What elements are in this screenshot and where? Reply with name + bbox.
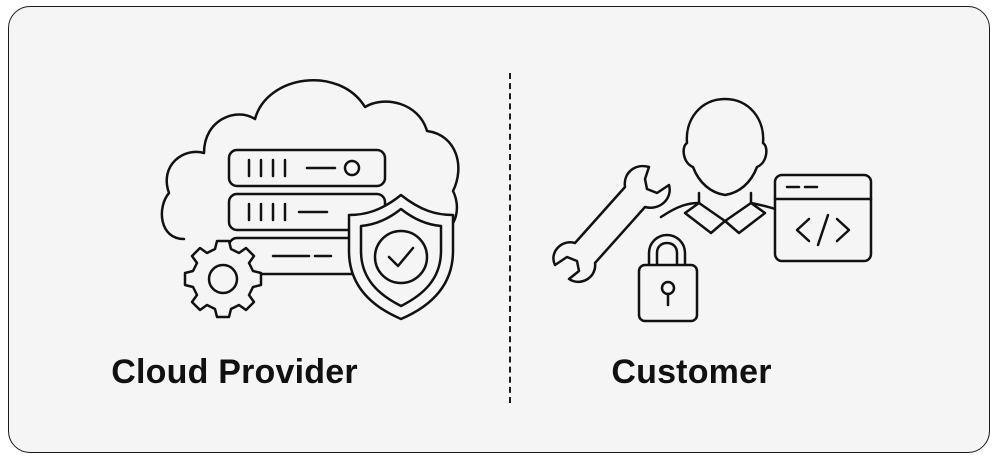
shield-check-icon xyxy=(349,195,453,319)
gear-icon xyxy=(185,241,261,317)
diagram-frame: Cloud Provider xyxy=(8,6,990,453)
code-window-icon xyxy=(775,175,871,261)
customer-panel: Customer xyxy=(500,7,991,452)
cloud-provider-panel: Cloud Provider xyxy=(9,7,500,452)
cloud-provider-label: Cloud Provider xyxy=(111,353,358,391)
customer-label: Customer xyxy=(611,353,772,391)
dashed-divider xyxy=(509,73,511,403)
wrench-icon xyxy=(553,166,669,282)
cloud-provider-illustration xyxy=(9,7,500,347)
cloud-icon xyxy=(162,80,458,239)
server-rack-icon xyxy=(229,150,385,274)
customer-illustration xyxy=(500,7,991,347)
padlock-icon xyxy=(639,235,697,321)
person-icon xyxy=(661,99,775,233)
